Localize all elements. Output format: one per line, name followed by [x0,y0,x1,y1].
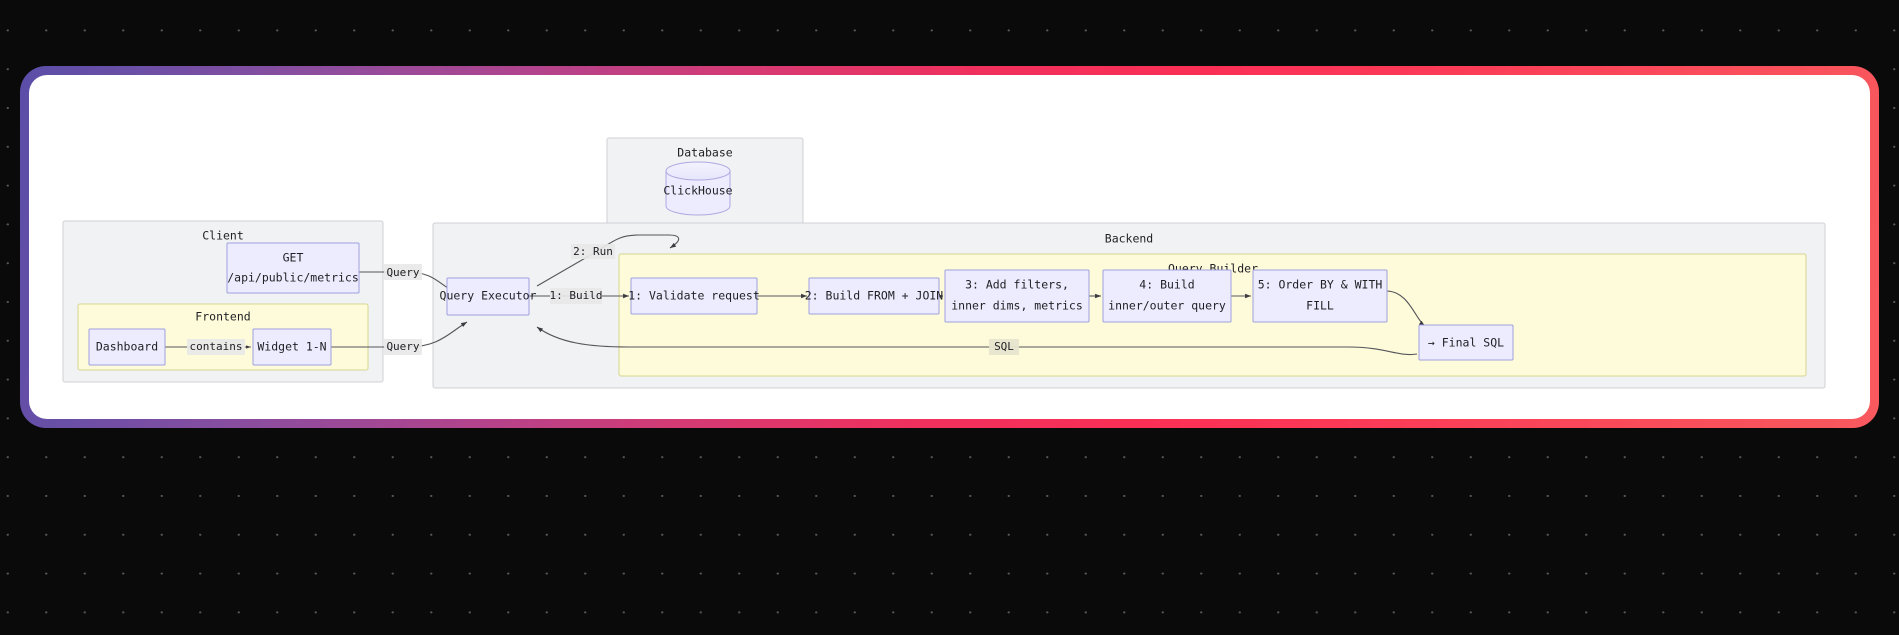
node-step-4-label-line1: 4: Build [1139,278,1194,292]
node-query-executor[interactable]: Query Executor [440,277,537,316]
edge-label-contains: contains [190,340,243,353]
edge-final-sql-to-executor: SQL [536,326,1418,356]
node-api-endpoint-method: GET [283,251,304,265]
node-step-1-validate-request[interactable]: 1: Validate request [628,277,760,315]
node-query-executor-label: Query Executor [440,289,537,303]
node-step-5-label-line2: FILL [1306,299,1334,313]
edge-label-build: 1: Build [550,289,603,302]
node-step-2-label: 2: Build FROM + JOIN [805,289,944,303]
node-step-3-label-line2: inner dims, metrics [951,299,1083,313]
node-step-4-build-inner-outer-query[interactable]: 4: Build inner/outer query [1102,269,1232,323]
node-final-sql[interactable]: → Final SQL [1418,324,1514,361]
node-clickhouse[interactable]: ClickHouse [663,161,733,216]
gradient-frame: Database Backend Query Builder Client [20,66,1879,428]
cluster-frontend-label: Frontend [195,310,250,324]
node-api-endpoint-path: /api/public/metrics [227,271,359,285]
edge-step5-to-final-sql [1385,290,1426,327]
node-widget[interactable]: Widget 1-N [252,328,332,366]
node-step-5-label-line1: 5: Order BY & WITH [1258,278,1383,292]
cluster-client-label: Client [202,229,244,243]
edge-widget-to-executor: Query [331,321,468,355]
edge-label-run: 2: Run [573,245,613,258]
node-step-3-label-line1: 3: Add filters, [965,278,1069,292]
edge-executor-to-step1: 1: Build [529,288,629,304]
node-dashboard[interactable]: Dashboard [88,328,166,366]
node-step-2-build-from-join[interactable]: 2: Build FROM + JOIN [805,277,944,315]
node-step-3-add-filters[interactable]: 3: Add filters, inner dims, metrics [944,269,1090,323]
node-api-endpoint[interactable]: GET /api/public/metrics [226,242,360,294]
edge-label-query-widget: Query [386,340,419,353]
edge-executor-to-clickhouse: 2: Run [536,234,680,287]
node-final-sql-label: → Final SQL [1428,336,1504,350]
cluster-database-label: Database [677,146,732,160]
cluster-backend-label: Backend [1105,232,1153,246]
edge-dashboard-to-widget: contains [165,339,251,355]
diagram-surface: Database Backend Query Builder Client [29,75,1870,419]
edge-api-to-executor: Query [359,264,454,292]
node-step-1-label: 1: Validate request [628,289,760,303]
edge-label-query-api: Query [386,266,419,279]
flowchart-svg: Database Backend Query Builder Client [62,137,1826,389]
edge-label-sql: SQL [994,340,1014,353]
node-widget-label: Widget 1-N [257,340,326,354]
node-clickhouse-label: ClickHouse [663,184,732,198]
node-step-4-label-line2: inner/outer query [1108,299,1226,313]
node-step-5-order-by-with-fill[interactable]: 5: Order BY & WITH FILL [1252,269,1388,323]
node-dashboard-label: Dashboard [96,340,158,354]
